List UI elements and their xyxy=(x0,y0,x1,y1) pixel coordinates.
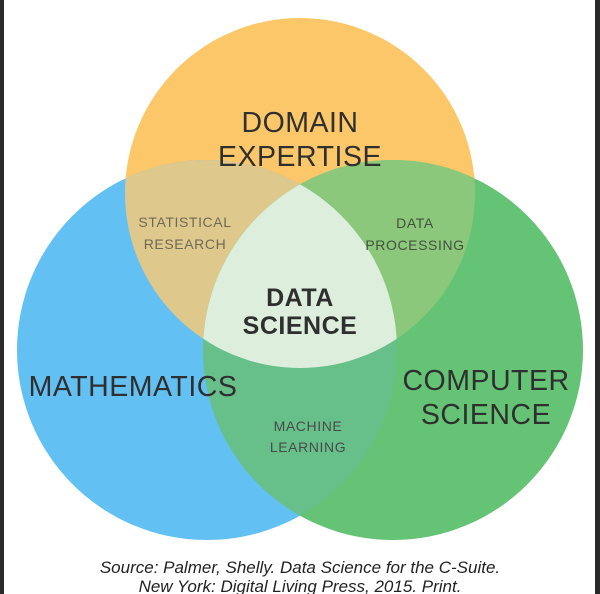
label-computer-science-line2: SCIENCE xyxy=(421,399,551,431)
label-machine-learning-line1: MACHINE xyxy=(274,418,343,434)
label-data-processing-line2: PROCESSING xyxy=(365,237,464,253)
label-data-processing-line1: DATA xyxy=(396,215,434,231)
label-data-science-line2: SCIENCE xyxy=(243,312,358,340)
label-statistical-research-line2: RESEARCH xyxy=(144,236,227,252)
citation-line2: New York: Digital Living Press, 2015. Pr… xyxy=(139,577,462,594)
label-mathematics: MATHEMATICS xyxy=(29,371,238,403)
label-domain-expertise-line2: EXPERTISE xyxy=(218,141,382,173)
screen-edge-right xyxy=(595,0,600,594)
label-domain-expertise-line1: DOMAIN xyxy=(242,107,359,139)
citation-line1: Source: Palmer, Shelly. Data Science for… xyxy=(100,558,500,577)
label-computer-science-line1: COMPUTER xyxy=(402,365,569,397)
screen-edge-left xyxy=(0,0,4,594)
label-data-science-line1: DATA xyxy=(266,284,334,312)
label-machine-learning-line2: LEARNING xyxy=(270,439,346,455)
label-statistical-research-line1: STATISTICAL xyxy=(138,214,231,230)
